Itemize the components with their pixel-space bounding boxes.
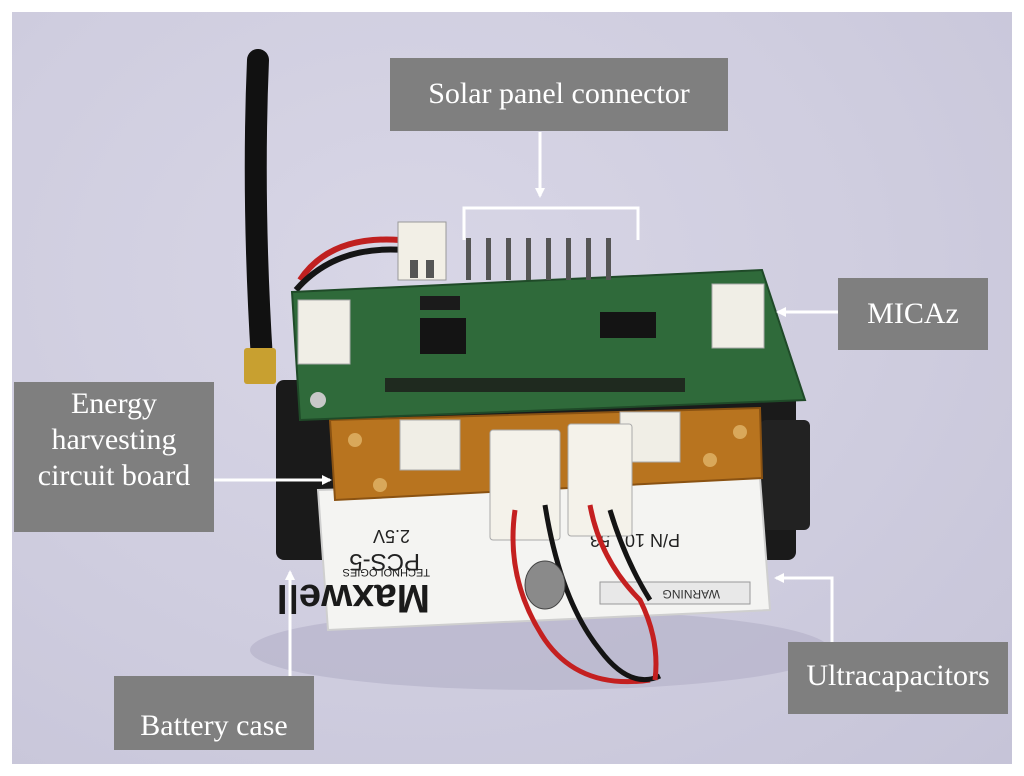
antenna-connector: [244, 348, 276, 384]
capacitor-wire-black: [542, 504, 662, 683]
brand-text: Maxwell: [277, 576, 430, 620]
micaz-chip-2: [600, 312, 656, 338]
solar-pin: [506, 238, 511, 280]
capacitor-wire-red: [510, 509, 651, 685]
solar-pin: [526, 238, 531, 280]
solar-panel-connector-label: Solar panel connector: [390, 58, 728, 131]
solar-label-text: Solar panel connector: [428, 77, 690, 110]
small-connector-pin: [426, 260, 434, 278]
battery-label-text: Battery case: [140, 709, 288, 742]
board-hole: [733, 425, 747, 439]
battery-case-label: Battery case: [114, 676, 314, 750]
top-wire-black: [293, 246, 405, 292]
micaz-chip-3: [420, 296, 460, 310]
energy-label-line1: Energy: [70, 387, 158, 420]
ultra-label-text: Ultracapacitors: [806, 659, 990, 692]
micaz-right-block: [711, 283, 765, 349]
cap-lead-connector-left: [489, 429, 561, 541]
antenna: [244, 49, 273, 371]
header-connector-left: [399, 419, 461, 471]
device-illustration: Maxwell TECHNOLOGIES PCS-5 2.5V P/N 10..…: [214, 49, 838, 690]
battery-case-right: [760, 420, 810, 530]
small-connector-pin: [410, 260, 418, 278]
micaz-mount-hole: [310, 392, 326, 408]
model-text: PCS-5: [349, 548, 420, 575]
solar-pin: [486, 238, 491, 280]
capacitor-wire-red-2: [587, 504, 659, 681]
board-hole: [373, 478, 387, 492]
top-wires: [297, 236, 401, 282]
solar-pin: [546, 238, 551, 280]
cap-lead-connector-right: [567, 423, 633, 537]
board-hole: [703, 453, 717, 467]
energy-label-line3: circuit board: [37, 459, 191, 492]
solar-connector-pins: [466, 238, 611, 280]
micaz-label: MICAz: [838, 278, 988, 350]
solar-bracket: [462, 206, 640, 240]
energy-harvesting-label: Energy harvesting circuit board: [14, 382, 214, 532]
board-hole: [348, 433, 362, 447]
micaz-label-text: MICAz: [867, 297, 959, 330]
micaz-left-block: [297, 299, 351, 365]
capacitor-wire-black-2: [607, 509, 653, 602]
screw: [524, 560, 566, 610]
micaz-chip-1: [420, 318, 466, 354]
device-shadow: [250, 610, 830, 690]
ultracapacitors-label: Ultracapacitors: [788, 642, 1008, 714]
small-white-connector: [397, 221, 447, 281]
micaz-connector-strip: [385, 378, 685, 392]
solar-pin: [606, 238, 611, 280]
ultra-arrow: [774, 573, 834, 642]
warning-text: WARNING: [662, 587, 720, 601]
rating-text: 2.5V: [373, 526, 410, 546]
brand-sub-text: TECHNOLOGIES: [343, 566, 430, 578]
solar-pin: [586, 238, 591, 280]
energy-label-line2: harvesting: [51, 423, 177, 456]
solar-pin: [466, 238, 471, 280]
solar-pin: [566, 238, 571, 280]
